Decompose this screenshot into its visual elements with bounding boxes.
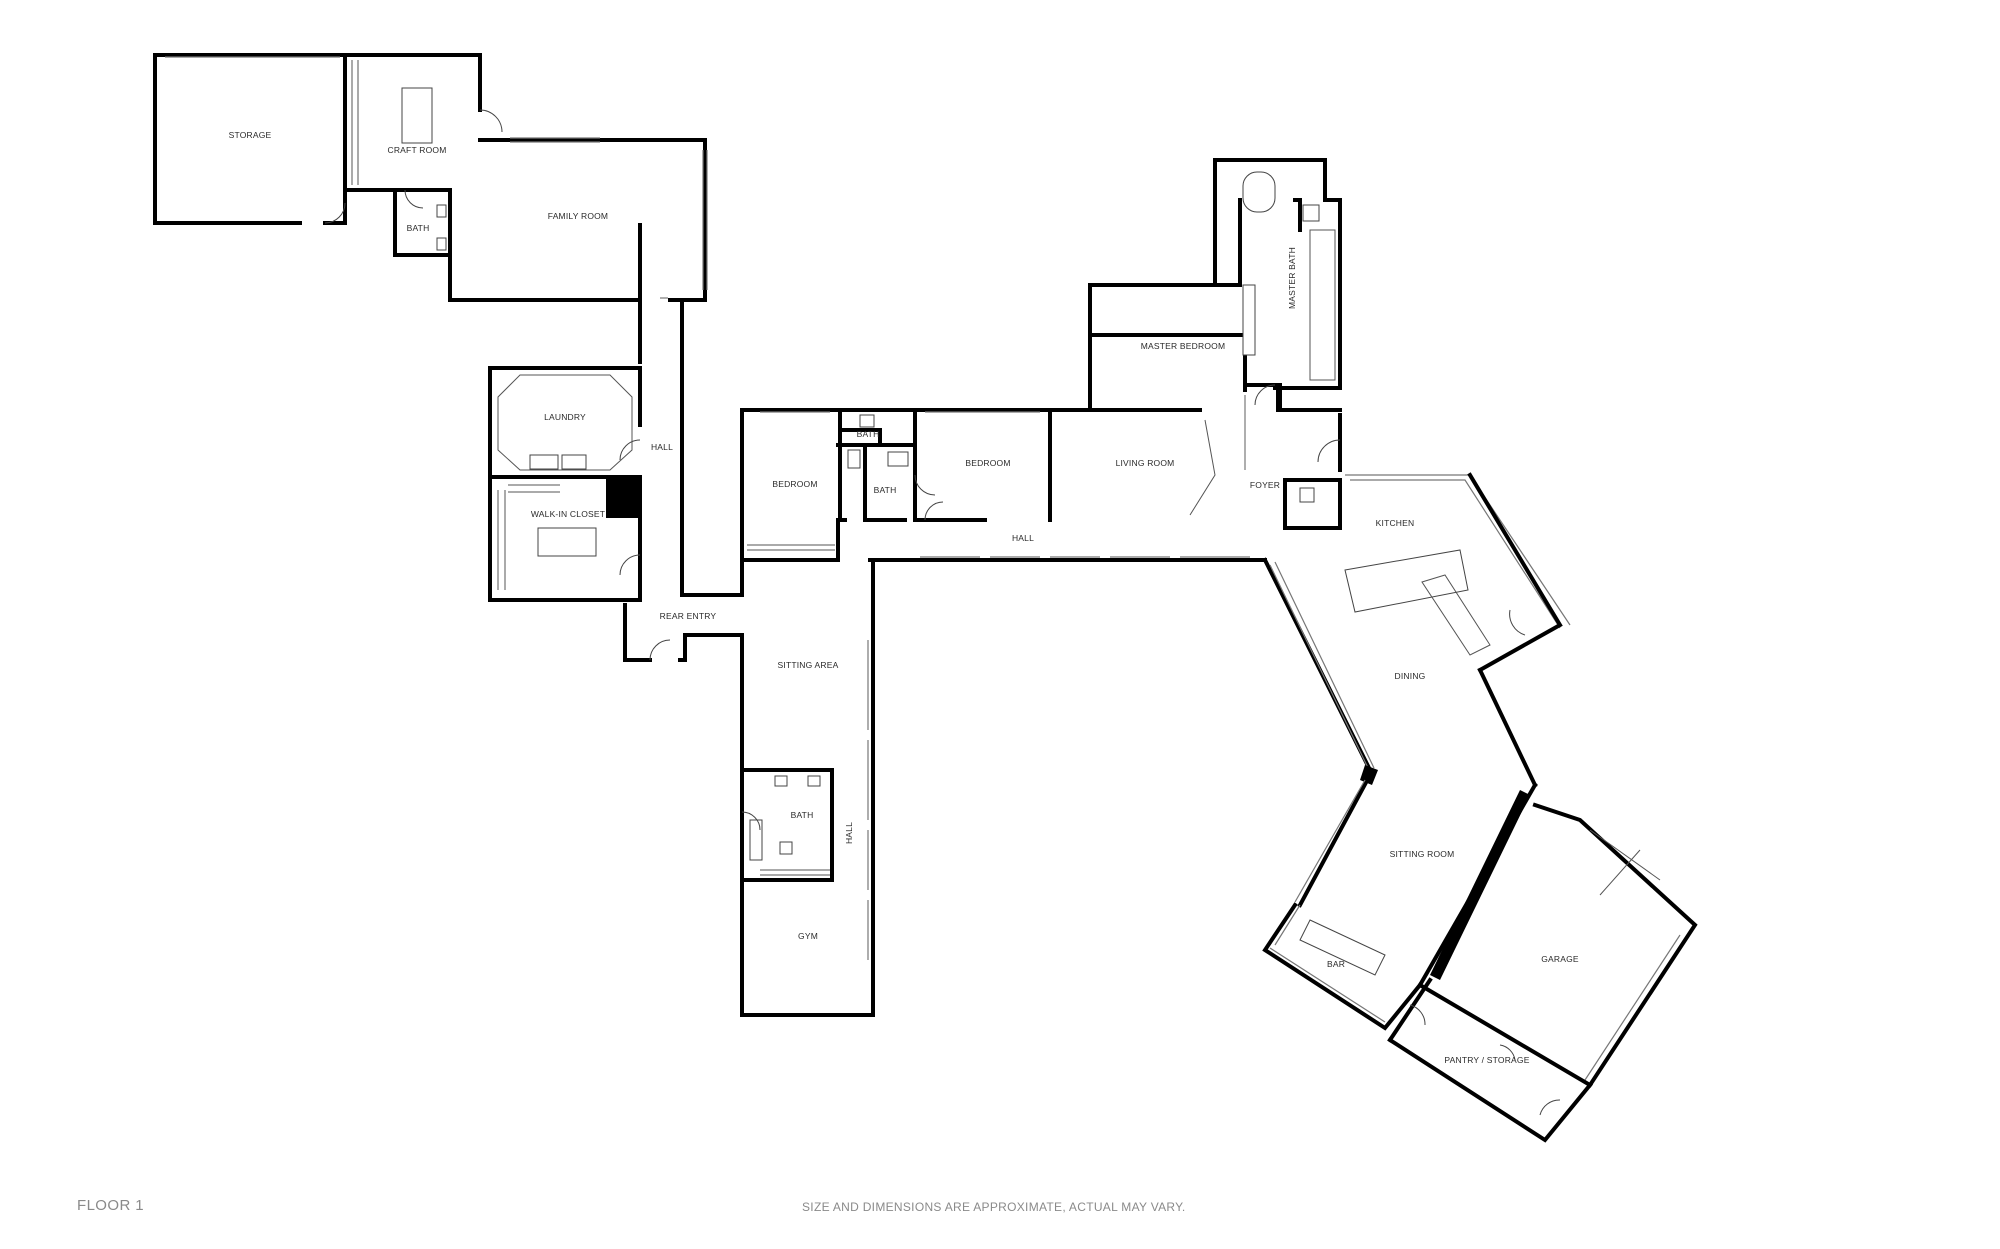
room-label-foyer: FOYER	[1250, 480, 1280, 490]
craft-table	[401, 87, 433, 144]
master-suite-walls	[1088, 158, 1342, 412]
kitchen-island	[1344, 549, 1469, 613]
sink-icon	[1299, 487, 1315, 503]
bar-counter	[1299, 919, 1386, 976]
door-bath-upper	[404, 189, 424, 209]
thick-wall	[1430, 790, 1530, 980]
room-label-bath-south: BATH	[791, 810, 814, 820]
toilet-icon	[1302, 204, 1320, 222]
room-label-laundry: LAUNDRY	[544, 412, 586, 422]
sink-icon	[807, 775, 821, 787]
door-storage	[324, 202, 346, 224]
room-label-walk-in-closet: WALK-IN CLOSET	[531, 509, 605, 519]
room-label-hall-main: HALL	[1012, 533, 1034, 543]
garage-pantry-walls	[1387, 802, 1698, 1143]
dining-sitting-walls	[1262, 557, 1538, 1031]
bathtub-icon	[1242, 171, 1276, 213]
room-label-garage: GARAGE	[1541, 954, 1579, 964]
room-label-kitchen: KITCHEN	[1376, 518, 1415, 528]
door-craft	[479, 109, 503, 133]
toilet-icon	[847, 449, 861, 469]
room-label-bath-upper: BATH	[407, 223, 430, 233]
west-wing-walls	[153, 53, 708, 302]
washer-icon	[529, 454, 559, 470]
room-label-bedroom-west: BEDROOM	[772, 479, 817, 489]
room-label-bath-mid: BATH	[874, 485, 897, 495]
bedroom-wing-walls	[740, 333, 1342, 562]
closet-column	[606, 478, 638, 518]
room-label-sitting-area: SITTING AREA	[778, 660, 839, 670]
room-label-bath-mid-top: BATH	[857, 429, 880, 439]
room-label-bar: BAR	[1327, 959, 1345, 969]
sink-icon	[859, 414, 875, 428]
sink-icon	[887, 451, 909, 467]
room-label-family-room: FAMILY ROOM	[548, 211, 608, 221]
dryer-icon	[561, 454, 587, 470]
south-wing-walls	[740, 556, 1267, 1017]
room-label-rear-entry: REAR ENTRY	[660, 611, 717, 621]
room-label-dining: DINING	[1395, 671, 1426, 681]
toilet-icon	[779, 841, 793, 855]
room-labels: STORAGE CRAFT ROOM BATH FAMILY ROOM LAUN…	[229, 130, 1579, 1065]
room-label-storage: STORAGE	[229, 130, 272, 140]
shower-icon	[749, 819, 763, 861]
room-label-hall-west: HALL	[651, 442, 673, 452]
room-label-pantry-storage: PANTRY / STORAGE	[1444, 1055, 1529, 1065]
laundry-closet-walls	[488, 297, 744, 662]
sink-icon	[436, 204, 447, 218]
foyer-kitchen-walls	[1283, 413, 1571, 673]
room-label-bedroom-mid: BEDROOM	[965, 458, 1010, 468]
disclaimer-text: SIZE AND DIMENSIONS ARE APPROXIMATE, ACT…	[802, 1200, 1186, 1214]
room-label-gym: GYM	[798, 931, 818, 941]
room-label-master-bedroom: MASTER BEDROOM	[1141, 341, 1226, 351]
room-label-hall-south: HALL	[844, 822, 854, 844]
room-label-living-room: LIVING ROOM	[1116, 458, 1175, 468]
floor-label: FLOOR 1	[77, 1197, 144, 1214]
room-label-craft-room: CRAFT ROOM	[388, 145, 447, 155]
toilet-icon	[436, 237, 447, 251]
room-label-master-bath: MASTER BATH	[1287, 247, 1297, 309]
room-label-sitting-room: SITTING ROOM	[1390, 849, 1455, 859]
sink-icon	[774, 775, 788, 787]
vanity-icon	[1242, 284, 1256, 356]
closet-island	[537, 527, 597, 557]
